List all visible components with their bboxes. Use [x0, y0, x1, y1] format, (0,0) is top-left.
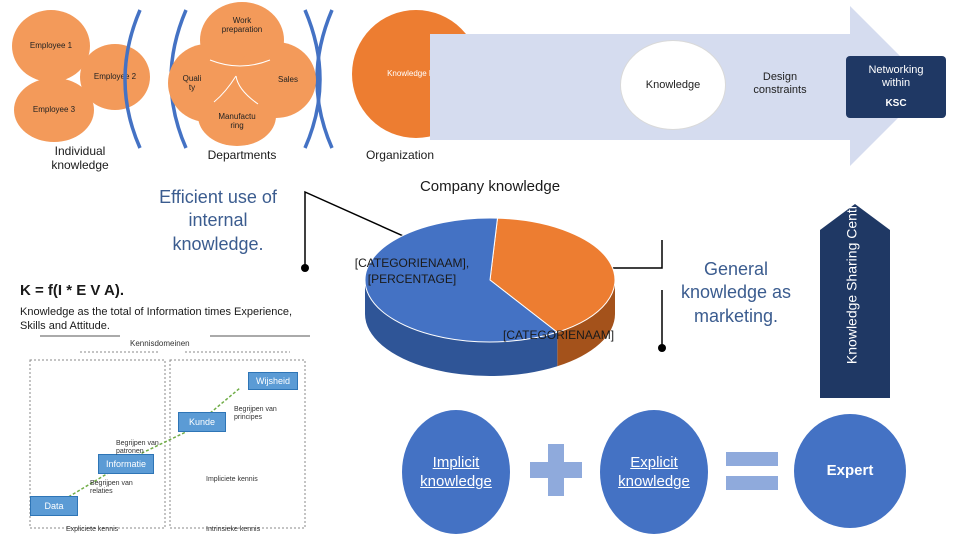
- ksc-label: KSC: [885, 98, 907, 110]
- bottom-expliciete: Expliciete kennis: [66, 526, 119, 533]
- sales-circle: Sales: [236, 42, 316, 118]
- kennis-lines: [29, 335, 310, 529]
- departments-overlap-lines: [209, 59, 271, 105]
- networking-within-box: Networking within KSC: [846, 56, 946, 118]
- pie-slice-side-1: [365, 280, 558, 376]
- design-constraints-circle: Design constraints: [728, 40, 832, 128]
- kennis-panel: Kennisdomeinen Wijsheid Kunde Informatie…: [20, 330, 320, 540]
- wijsheid-box: Wijsheid: [248, 372, 298, 390]
- ksc-vertical-label: Knowledge Sharing Centre: [843, 196, 860, 365]
- design-constraints-label: Design constraints: [753, 71, 807, 96]
- note-patronen: Begrijpen van patronen: [116, 440, 159, 455]
- departments-label: Departments: [207, 148, 277, 162]
- ksc-banner-shape: [820, 204, 890, 398]
- plus-icon: [530, 444, 582, 496]
- note-principes: Begrijpen van principes: [234, 406, 277, 421]
- company-knowledge-pie: [364, 217, 616, 376]
- knowledge-plan-label: Knowledge Plan: [387, 69, 445, 79]
- efficient-use-text: Efficient use of internal knowledge.: [159, 187, 277, 254]
- knowledge-circle: Knowledge: [620, 40, 726, 130]
- bottom-intrinsieke: Intrinsieke kennis: [206, 526, 261, 533]
- networking-within-label: Networking within: [868, 64, 924, 90]
- chart-title: Company knowledge: [419, 178, 561, 195]
- expert-label: Expert: [826, 462, 874, 480]
- equals-icon: [726, 452, 778, 490]
- sales-label: Sales: [277, 75, 298, 85]
- pie-label-blue: [CATEGORIENAAM], [PERCENTAGE]: [503, 328, 615, 342]
- pie-slice-side-0: [557, 280, 615, 367]
- kennis-title: Kennisdomeinen: [130, 339, 190, 348]
- employee-2-label: Employee 2: [93, 72, 137, 82]
- general-knowledge-text: General knowledge as marketing.: [680, 259, 792, 326]
- implicit-knowledge-label: Implicit knowledge: [420, 453, 492, 491]
- informatie-box: Informatie: [98, 454, 154, 474]
- explicit-knowledge-circle: Explicit knowledge: [600, 410, 708, 534]
- employee-1-circle: Employee 1: [12, 10, 90, 82]
- manufacturing-circle: Manufactu ring: [198, 86, 276, 146]
- formula-caption: Knowledge as the total of Information ti…: [20, 306, 293, 333]
- explicit-knowledge-label: Explicit knowledge: [618, 453, 690, 491]
- pie-label-orange: [CATEGORIENAAM], [PERCENTAGE]: [354, 256, 470, 286]
- organization-label: Organization: [365, 148, 435, 162]
- employee-1-label: Employee 1: [29, 41, 73, 51]
- formula-title: K = f(I * E V A).: [20, 282, 125, 299]
- employee-3-label: Employee 3: [32, 105, 76, 115]
- kunde-box: Kunde: [178, 412, 226, 432]
- individual-knowledge-label: Individual knowledge: [51, 144, 109, 173]
- data-box: Data: [30, 496, 78, 516]
- implicit-knowledge-circle: Implicit knowledge: [402, 410, 510, 534]
- knowledge-label: Knowledge: [645, 78, 701, 91]
- work-preparation-label: Work preparation: [221, 15, 263, 34]
- note-relaties: Begrijpen van relaties: [90, 480, 133, 495]
- employee-3-circle: Employee 3: [14, 78, 94, 142]
- quality-label: Quali ty: [182, 73, 202, 92]
- manufacturing-label: Manufactu ring: [218, 111, 256, 130]
- expert-circle: Expert: [794, 414, 906, 528]
- pie-slice-1: [364, 217, 559, 343]
- note-impliciete: Impliciete kennis: [206, 476, 258, 483]
